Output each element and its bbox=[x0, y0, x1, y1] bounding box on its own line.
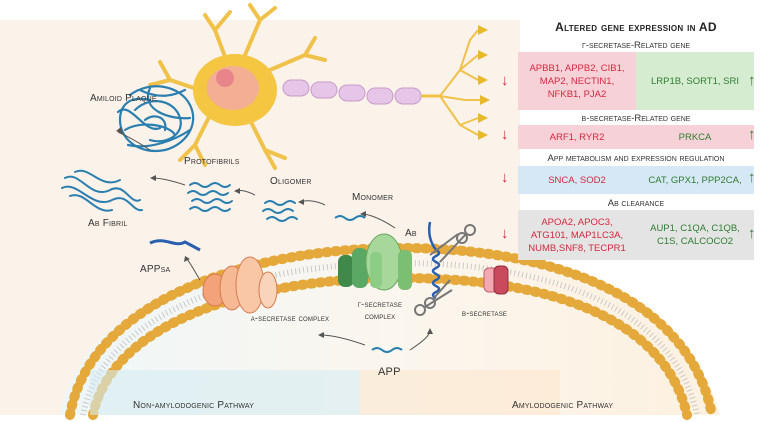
down-arrow-icon: ↓ bbox=[501, 169, 509, 186]
up-genes-app: CAT, GPX1, PPP2CA, bbox=[636, 166, 754, 194]
down-arrow-icon: ↓ bbox=[501, 72, 509, 89]
non-amyloidogenic-label: Non-amylodogenic Pathway bbox=[133, 400, 255, 411]
down-arrow-icon: ↓ bbox=[501, 225, 509, 242]
amyloid-plaque bbox=[116, 85, 195, 153]
up-genes-gamma: LRP1B, SORT1, SRI bbox=[636, 52, 754, 110]
abeta-label: Aβ bbox=[405, 228, 417, 239]
up-genes-clearance: AUP1, C1QA, C1QB, C1S, CALCOCO2 bbox=[636, 210, 754, 260]
up-genes-beta: PRKCA bbox=[636, 125, 754, 149]
arrowheads bbox=[116, 127, 433, 338]
down-arrow-icon: ↓ bbox=[501, 126, 509, 143]
down-genes-gamma: APBB1, APPB2, CIB1, MAP2, NECTIN1, NFKB1… bbox=[518, 52, 636, 110]
protofibrils-label: Protofibrils bbox=[184, 156, 240, 167]
section-title-gamma: γ-secretase-Related gene bbox=[581, 40, 691, 51]
amyloidogenic-label: Amylodogenic Pathway bbox=[512, 400, 614, 411]
section-title-clearance: Aβ clearance bbox=[607, 198, 665, 209]
amyloid-plaque-label: Amiloid Plaque bbox=[90, 93, 157, 104]
section-row-app: SNCA, SOD2 CAT, GPX1, PPP2CA, bbox=[518, 166, 754, 194]
alpha-secretase-complex bbox=[202, 256, 278, 314]
oligomer-label: Oligomer bbox=[270, 176, 312, 187]
neuron bbox=[148, 3, 490, 170]
up-arrow-icon: ↑ bbox=[748, 126, 756, 143]
up-arrow-icon: ↑ bbox=[748, 72, 756, 89]
up-arrow-icon: ↑ bbox=[748, 225, 756, 242]
down-genes-app: SNCA, SOD2 bbox=[518, 166, 636, 194]
panel-title: Altered gene expression in AD bbox=[555, 20, 717, 34]
section-title-app: App metabolism and expression regulation bbox=[547, 153, 725, 164]
abeta-fibril bbox=[61, 169, 143, 212]
oligomer bbox=[262, 200, 298, 222]
down-genes-clearance: APOA2, APOC3, ATG101, MAP1LC3A, NUMB,SNF… bbox=[518, 210, 636, 260]
monomer bbox=[334, 215, 366, 221]
section-row-gamma: APBB1, APPB2, CIB1, MAP2, NECTIN1, NFKB1… bbox=[518, 52, 754, 110]
beta-secretase-label: β-secretase bbox=[462, 308, 508, 318]
appsa-fragment bbox=[149, 239, 201, 252]
beta-secretase bbox=[483, 265, 509, 295]
gamma-secretase-label: γ-secretase complex bbox=[357, 299, 403, 321]
app-molecule bbox=[371, 347, 403, 353]
up-arrow-icon: ↑ bbox=[748, 169, 756, 186]
app-label: APP bbox=[378, 366, 401, 378]
section-title-beta: β-secretase-Related gene bbox=[581, 113, 691, 124]
gene-expression-panel: Altered gene expression in AD γ-secretas… bbox=[518, 0, 754, 268]
appsa-label: APPsα bbox=[140, 264, 171, 275]
app-helix bbox=[428, 221, 441, 300]
alpha-secretase-label: α-secretase complex bbox=[250, 313, 330, 323]
abeta-fibril-label: Aβ Fibril bbox=[88, 218, 128, 229]
monomer-label: Monomer bbox=[352, 192, 394, 203]
section-row-clearance: APOA2, APOC3, ATG101, MAP1LC3A, NUMB,SNF… bbox=[518, 210, 754, 260]
section-row-beta: ARF1, RYR2 PRKCA bbox=[518, 125, 754, 149]
amyloidogenic-glow bbox=[360, 370, 560, 415]
non-amyloidogenic-glow bbox=[90, 370, 360, 415]
gamma-secretase-complex bbox=[338, 233, 412, 291]
protofibrils bbox=[187, 182, 233, 212]
scissors-icon bbox=[414, 224, 476, 316]
down-genes-beta: ARF1, RYR2 bbox=[518, 125, 636, 149]
